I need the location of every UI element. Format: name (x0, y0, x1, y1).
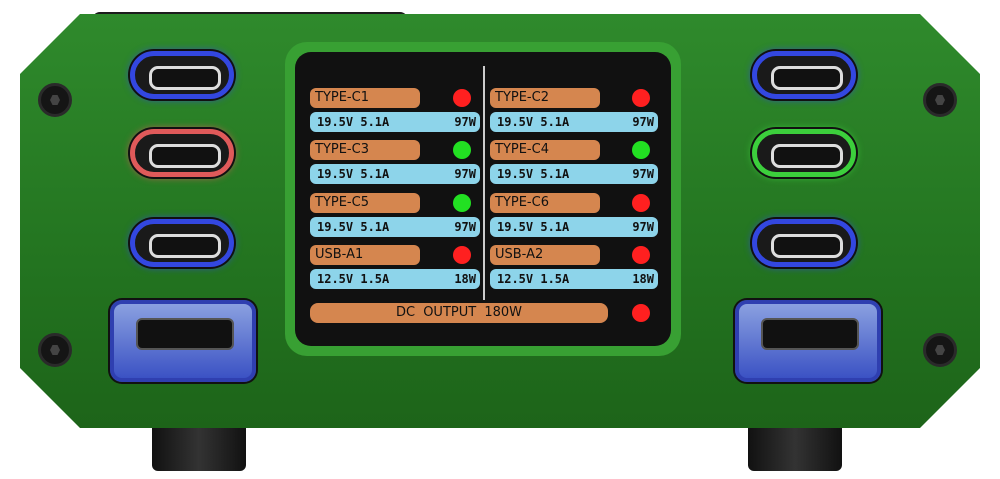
channel-status-dot (453, 194, 471, 212)
channel-name: TYPE-C3 (310, 140, 420, 160)
channel-status-dot (453, 141, 471, 159)
channel-power: 18W (454, 272, 476, 286)
channel-power: 97W (454, 167, 476, 181)
channel-status-dot (453, 246, 471, 264)
usb-c-port-left[interactable] (130, 129, 234, 177)
channel-reading: 19.5V 5.1A (317, 220, 390, 234)
channel-name: TYPE-C1 (310, 88, 420, 108)
channel-readout: 19.5V 5.1A 97W (310, 217, 480, 237)
right-foot (748, 425, 842, 471)
screw-icon (923, 83, 957, 117)
channel-readout: 19.5V 5.1A 97W (310, 164, 480, 184)
channel-readout: 19.5V 5.1A 97W (490, 112, 658, 132)
channel-name: TYPE-C5 (310, 193, 420, 213)
channel-status-dot (632, 194, 650, 212)
channel-name: TYPE-C4 (490, 140, 600, 160)
channel-readout: 12.5V 1.5A 18W (490, 269, 658, 289)
channel-status-dot (632, 141, 650, 159)
usb-c-port-right[interactable] (752, 51, 856, 99)
screw-icon (38, 83, 72, 117)
screw-icon (923, 333, 957, 367)
channel-readout: 19.5V 5.1A 97W (490, 164, 658, 184)
usb-a2-port[interactable] (735, 300, 881, 382)
channel-reading: 19.5V 5.1A (497, 115, 570, 129)
channel-readout: 19.5V 5.1A 97W (310, 112, 480, 132)
channel-readout: 12.5V 1.5A 18W (310, 269, 480, 289)
channel-status-dot (632, 246, 650, 264)
channel-reading: 19.5V 5.1A (317, 167, 390, 181)
channel-power: 97W (632, 115, 654, 129)
usb-c-port-right[interactable] (752, 219, 856, 267)
display-divider (483, 66, 485, 300)
dc-output-label: DC OUTPUT 180W (310, 303, 608, 323)
channel-power: 18W (632, 272, 654, 286)
usb-c-port-left[interactable] (130, 51, 234, 99)
screw-icon (38, 333, 72, 367)
channel-name: USB-A2 (490, 245, 600, 265)
channel-power: 97W (632, 167, 654, 181)
usb-c-port-left[interactable] (130, 219, 234, 267)
dc-output-status-dot (632, 304, 650, 322)
channel-name: USB-A1 (310, 245, 420, 265)
channel-reading: 19.5V 5.1A (317, 115, 390, 129)
channel-name: TYPE-C2 (490, 88, 600, 108)
channel-reading: 12.5V 1.5A (317, 272, 390, 286)
channel-reading: 19.5V 5.1A (497, 167, 570, 181)
channel-reading: 19.5V 5.1A (497, 220, 570, 234)
left-foot (152, 425, 246, 471)
usb-c-port-right[interactable] (752, 129, 856, 177)
channel-status-dot (632, 89, 650, 107)
usb-a1-port[interactable] (110, 300, 256, 382)
channel-power: 97W (454, 115, 476, 129)
channel-readout: 19.5V 5.1A 97W (490, 217, 658, 237)
channel-name: TYPE-C6 (490, 193, 600, 213)
channel-reading: 12.5V 1.5A (497, 272, 570, 286)
channel-status-dot (453, 89, 471, 107)
channel-power: 97W (632, 220, 654, 234)
channel-power: 97W (454, 220, 476, 234)
